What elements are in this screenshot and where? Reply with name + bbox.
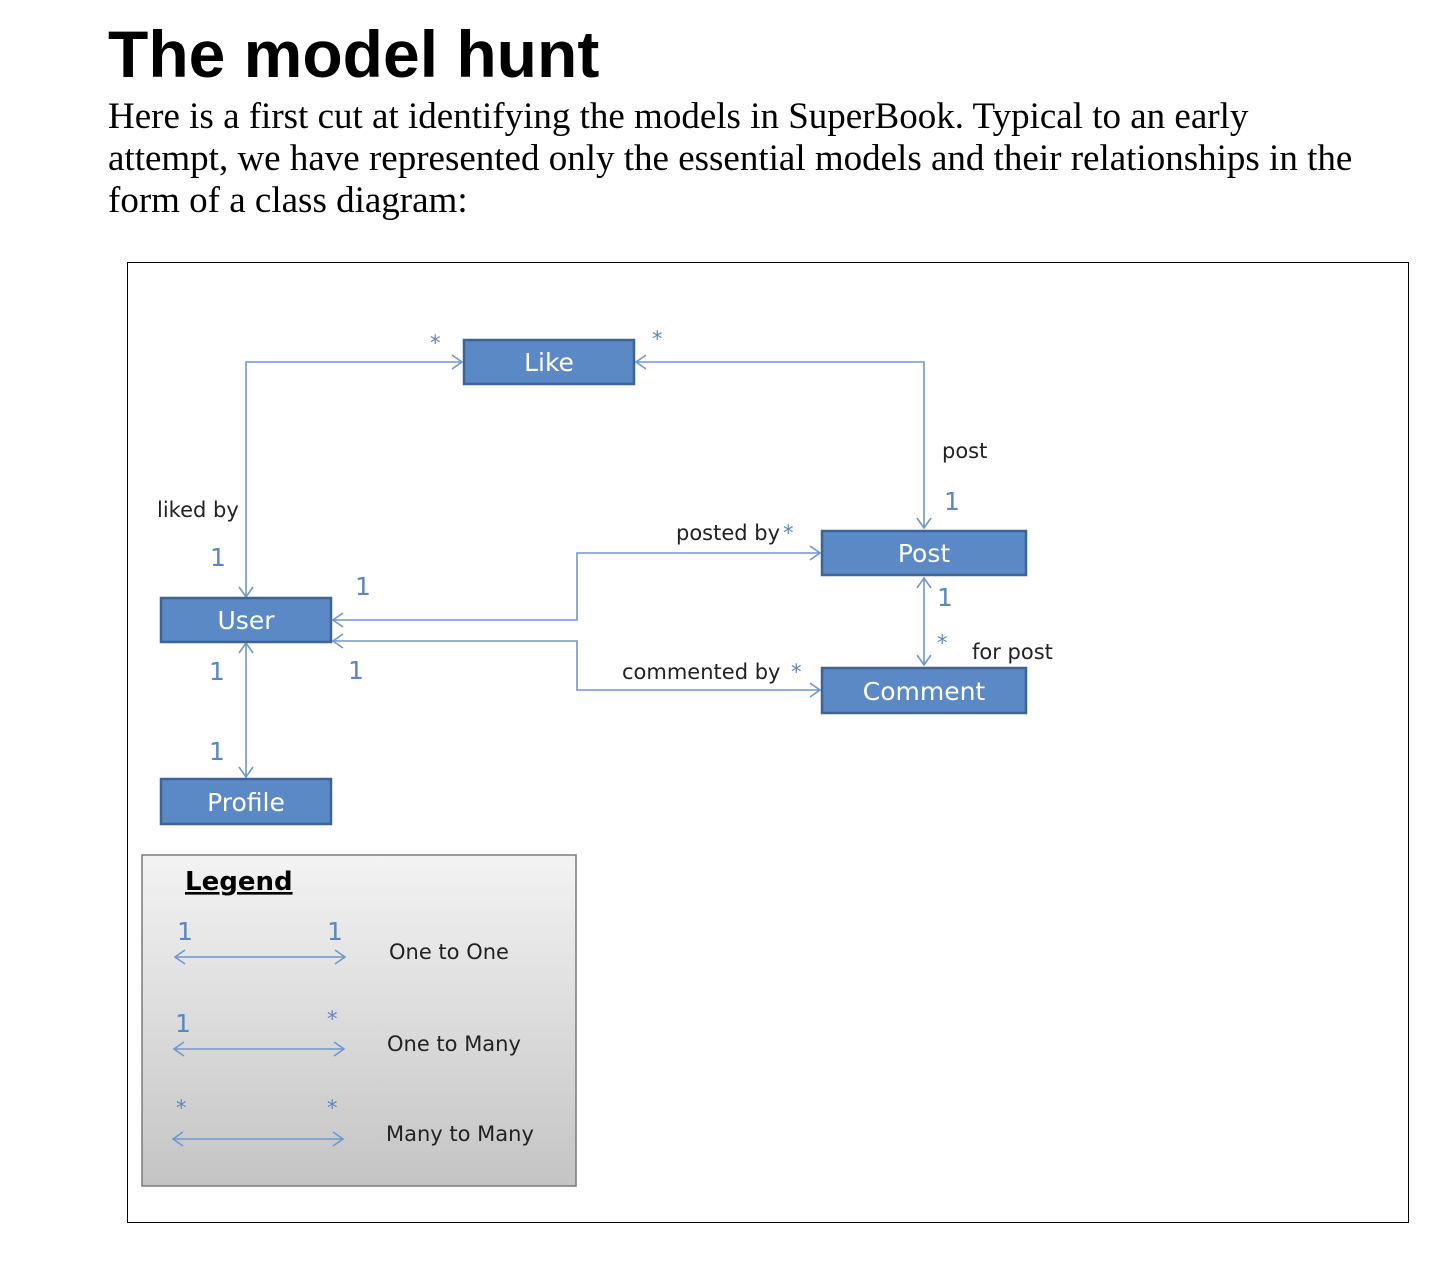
legend-arrowhead-left xyxy=(171,1131,184,1147)
mult-user-profile-profile: 1 xyxy=(209,737,225,766)
model-comment-label: Comment xyxy=(863,677,986,706)
legend-arrowhead-right xyxy=(333,1041,346,1057)
mult-like-post-post: 1 xyxy=(944,487,960,516)
legend-item-one-to-many: 1 * One to Many xyxy=(172,1007,521,1057)
legend-arrowhead-left xyxy=(172,1041,185,1057)
model-like: Like xyxy=(462,338,636,386)
mult-user-like-like: * xyxy=(430,331,441,355)
legend-arrowhead-right xyxy=(334,949,347,965)
legend-arrowhead-left xyxy=(173,949,186,965)
arrowhead-user-right-2 xyxy=(331,633,344,649)
model-user: User xyxy=(159,596,333,644)
legend-item-right: * xyxy=(327,1096,338,1120)
legend-title: Legend xyxy=(185,867,293,897)
legend-item-label: One to One xyxy=(389,940,509,964)
connectors xyxy=(238,354,932,779)
arrowhead-like-left xyxy=(451,354,464,370)
intro-paragraph: Here is a first cut at identifying the m… xyxy=(108,96,1353,221)
label-post: post xyxy=(942,439,987,463)
legend-arrowhead-right xyxy=(332,1131,345,1147)
model-like-label: Like xyxy=(524,348,574,377)
mult-post-comment-comment: * xyxy=(937,631,948,655)
legend-item-right: 1 xyxy=(327,917,343,946)
arrowhead-post-left xyxy=(809,545,822,561)
connector-user-post xyxy=(333,552,820,621)
mult-post-comment-post: 1 xyxy=(937,583,953,612)
legend-item-left: 1 xyxy=(175,1009,191,1038)
legend: Legend 1 1 One to One 1 * One to Many * … xyxy=(141,854,577,1187)
legend-item-one-to-one: 1 1 One to One xyxy=(173,917,509,965)
mult-user-post-user: 1 xyxy=(355,572,371,601)
connector-user-comment xyxy=(333,640,820,691)
legend-item-left: 1 xyxy=(177,917,193,946)
label-commented-by: commented by xyxy=(622,660,780,684)
model-user-label: User xyxy=(218,606,276,635)
label-liked-by: liked by xyxy=(157,498,239,522)
diagram-frame xyxy=(127,262,1409,1223)
mult-user-comment-user: 1 xyxy=(348,656,364,685)
model-post-label: Post xyxy=(898,539,951,568)
model-comment: Comment xyxy=(820,666,1028,715)
arrowhead-user-right-1 xyxy=(331,612,344,628)
page-title: The model hunt xyxy=(108,17,600,91)
mult-user-profile-user: 1 xyxy=(209,657,225,686)
model-profile: Profile xyxy=(159,777,333,826)
legend-box xyxy=(141,854,577,1187)
mult-user-like-user: 1 xyxy=(210,543,226,572)
arrowhead-like-right xyxy=(634,354,647,370)
legend-item-right: * xyxy=(327,1007,338,1031)
connector-user-like xyxy=(245,361,462,597)
legend-item-label: One to Many xyxy=(387,1032,521,1056)
mult-user-comment-comment: * xyxy=(791,660,802,684)
arrowhead-post-top xyxy=(916,517,932,530)
mult-user-post-post: * xyxy=(783,521,794,545)
model-profile-label: Profile xyxy=(207,788,285,817)
arrowhead-profile-top xyxy=(238,766,254,779)
legend-item-left: * xyxy=(176,1096,187,1120)
legend-item-label: Many to Many xyxy=(386,1122,534,1146)
mult-like-post-like: * xyxy=(652,327,663,351)
legend-item-many-to-many: * * Many to Many xyxy=(171,1096,534,1147)
arrowhead-comment-left xyxy=(809,682,822,698)
label-for-post: for post xyxy=(972,640,1053,664)
arrowhead-comment-top xyxy=(916,654,932,667)
arrowhead-post-bottom xyxy=(916,576,932,589)
label-posted-by: posted by xyxy=(676,521,780,545)
model-post: Post xyxy=(820,529,1028,577)
connector-like-post xyxy=(636,361,925,528)
